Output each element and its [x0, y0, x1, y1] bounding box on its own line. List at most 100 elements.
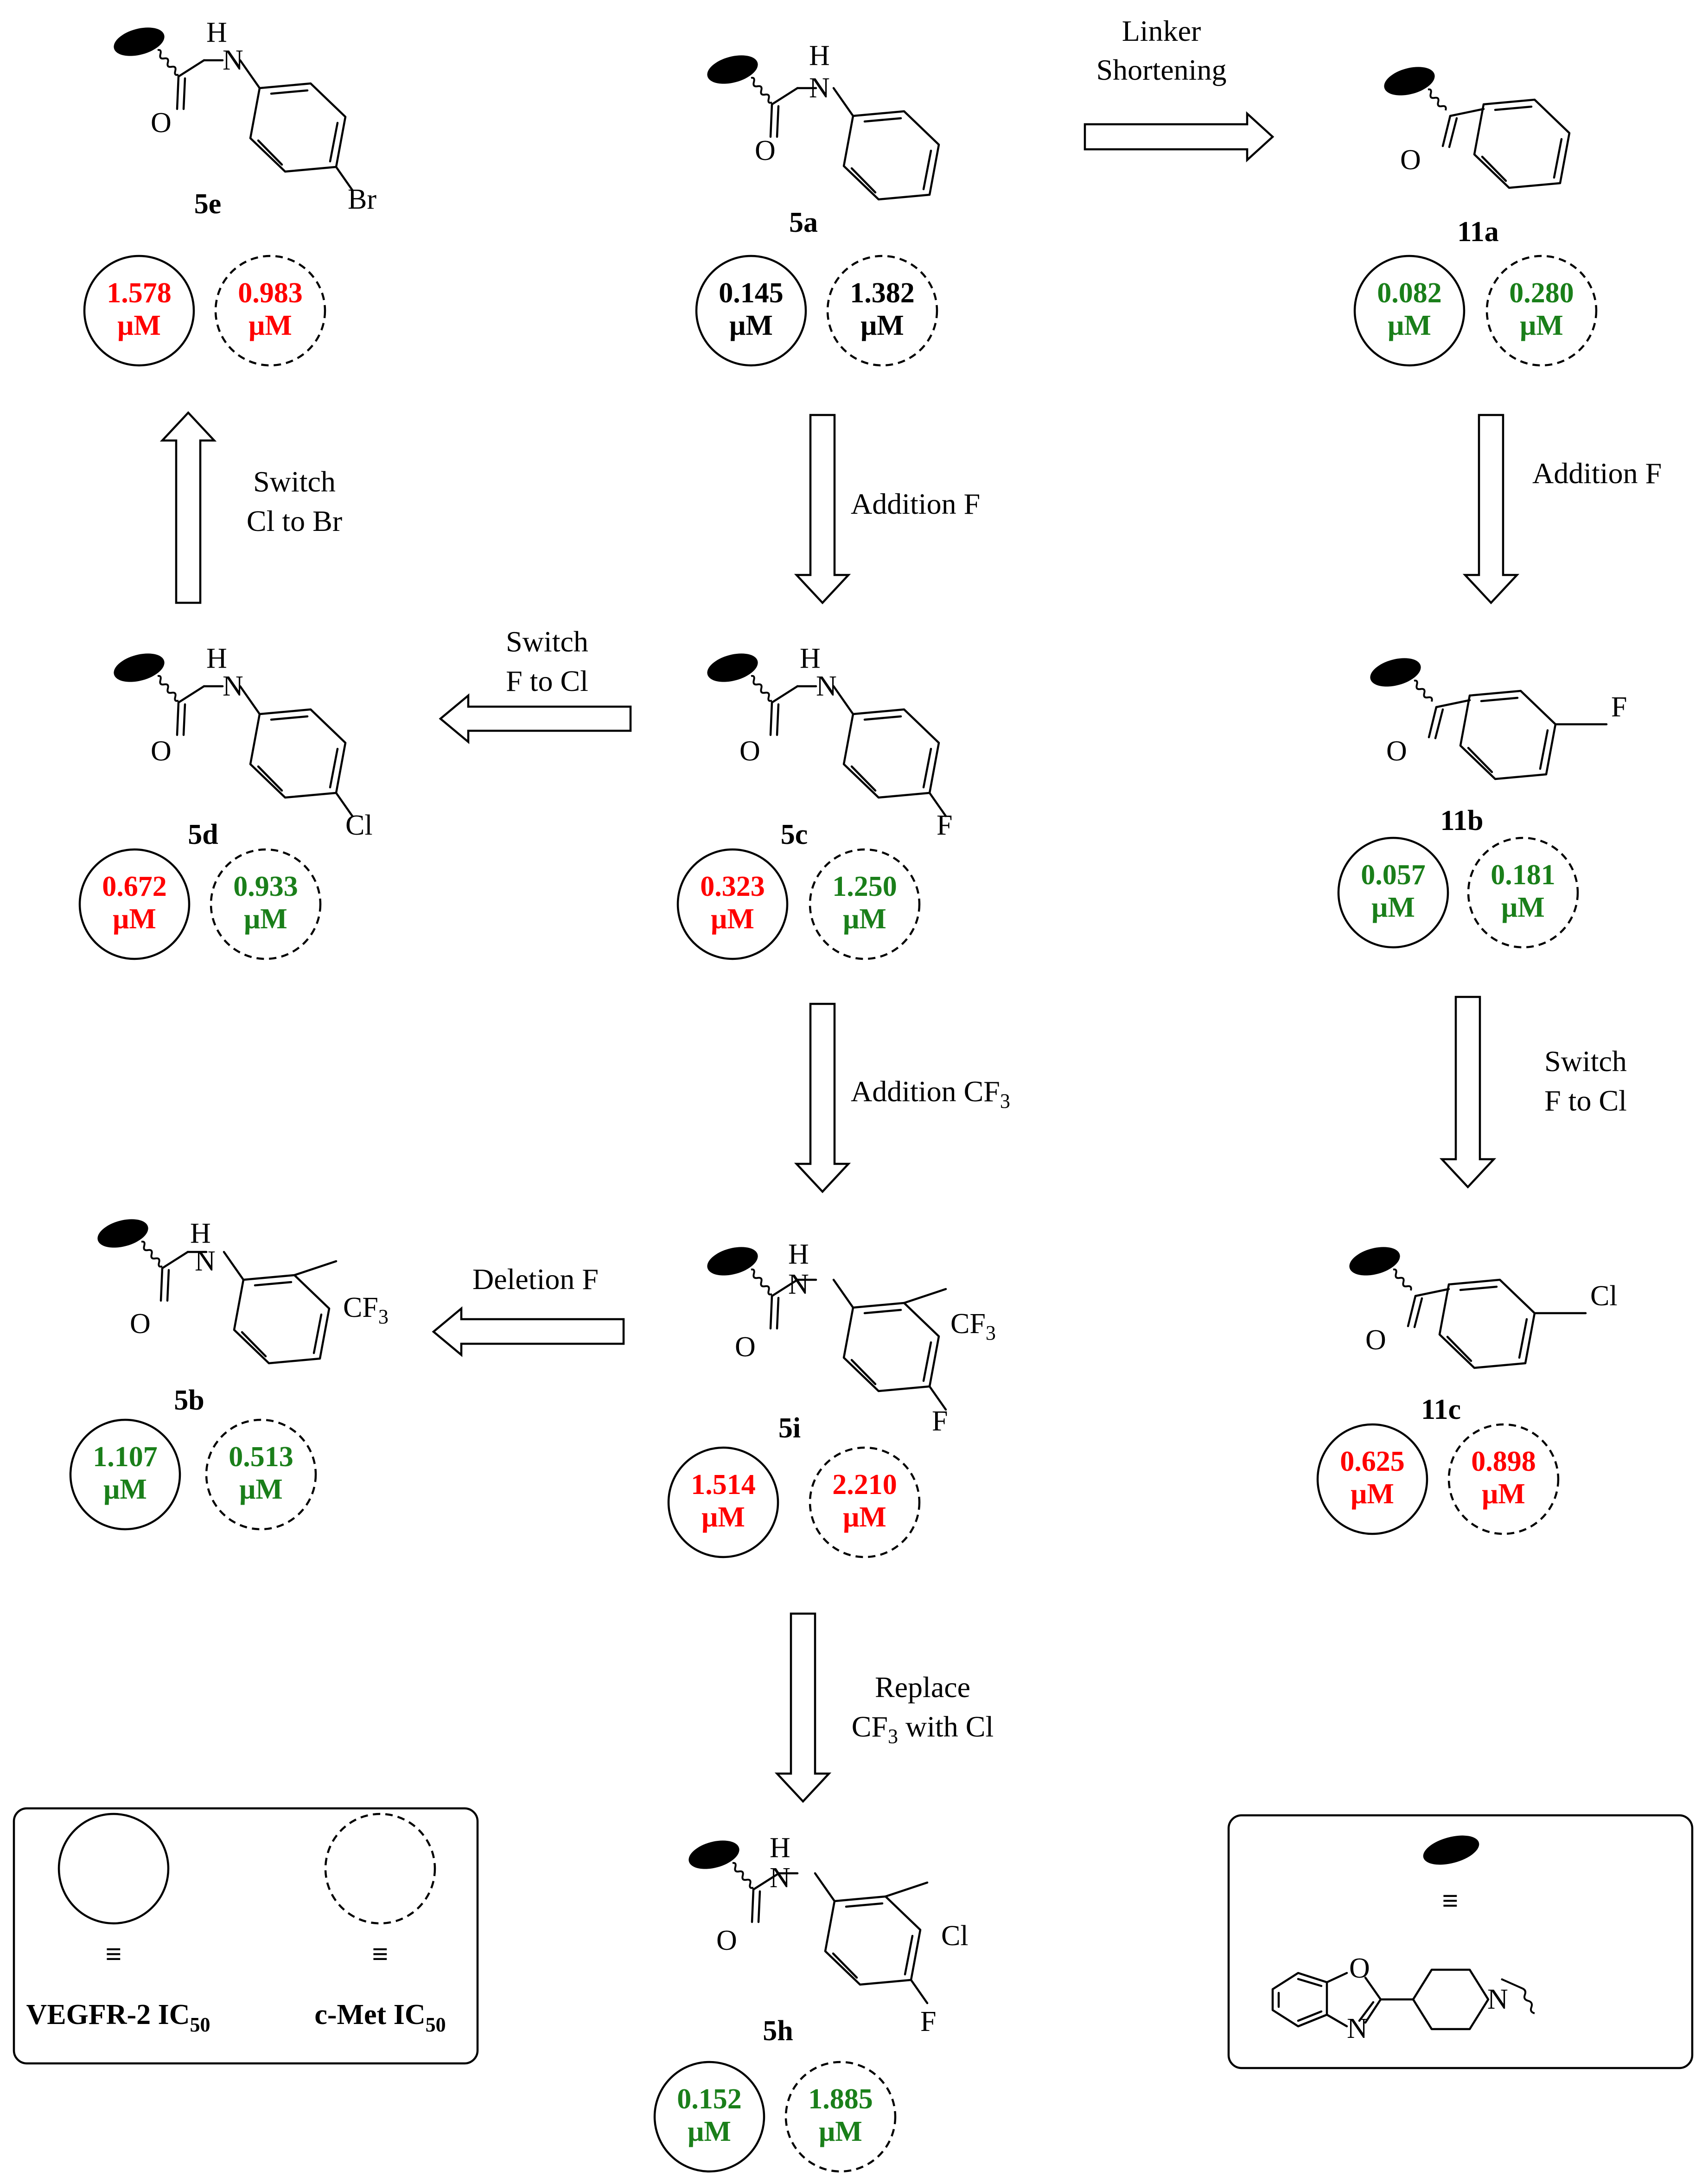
- vegfr2-circle-5b: [69, 1418, 181, 1531]
- cmet-circle-5i: [809, 1446, 921, 1558]
- vegfr2-value-5c: 0.323: [700, 871, 765, 902]
- cmet-unit-11b: μM: [1501, 892, 1545, 923]
- cmet-unit-5b: μM: [239, 1474, 283, 1505]
- structure-11b: [1367, 653, 1608, 779]
- vegfr2-unit-5h: μM: [688, 2116, 731, 2147]
- arrow-5c-to-5i: [794, 1002, 851, 1194]
- atom-5i-f: F: [932, 1405, 948, 1437]
- step-linker-line2: Shortening: [1096, 53, 1227, 86]
- vegfr2-circle-11a: [1353, 255, 1466, 367]
- atom-11a-o: O: [1400, 144, 1421, 176]
- cmet-value-5b: 0.513: [229, 1441, 293, 1473]
- vegfr2-value-5d: 0.672: [102, 871, 167, 902]
- compound-11a: 11a 0.082 μM 0.280 μM: [1353, 216, 1598, 367]
- step-deletion-f: Deletion F: [472, 1263, 599, 1296]
- arrow-5i-to-5b: [432, 1306, 625, 1357]
- arrow-11a-to-11b: [1462, 414, 1520, 605]
- structure-5b: [95, 1214, 338, 1363]
- atom-11b-f: F: [1611, 691, 1627, 723]
- atom-11b-o: O: [1386, 735, 1407, 767]
- cmet-unit-5h: μM: [819, 2116, 862, 2147]
- cmet-value-5h: 1.885: [808, 2083, 873, 2115]
- cmet-unit-5a: μM: [860, 310, 904, 341]
- cmet-circle-5a: [826, 255, 938, 367]
- compound-5c: 5c 0.323 μM 1.250 μM: [676, 819, 921, 960]
- atom-5b-o: O: [130, 1308, 151, 1340]
- vegfr2-value-5h: 0.152: [677, 2083, 742, 2115]
- arrow-5a-to-5c: [794, 414, 851, 605]
- cmet-unit-11a: μM: [1520, 310, 1563, 341]
- atom-5h-h: H: [770, 1832, 790, 1864]
- structure-5c: [704, 648, 947, 817]
- compound-label-5i: 5i: [778, 1412, 801, 1444]
- atom-11c-cl: Cl: [1590, 1280, 1618, 1312]
- atom-5a-o: O: [755, 135, 776, 166]
- atom-5e-n: N: [223, 45, 243, 76]
- cmet-unit-5i: μM: [843, 1501, 886, 1533]
- atom-5d-cl: Cl: [345, 810, 373, 841]
- compound-label-5b: 5b: [174, 1385, 204, 1416]
- compound-label-5c: 5c: [781, 819, 808, 850]
- vegfr2-value-5i: 1.514: [691, 1469, 756, 1500]
- cmet-value-5a: 1.382: [850, 277, 915, 309]
- step-switch-fcl-line1: Switch: [506, 625, 588, 658]
- vegfr2-circle-5e: [83, 255, 195, 367]
- cmet-value-5i: 2.210: [832, 1469, 897, 1500]
- structure-11c: [1346, 1242, 1587, 1368]
- step-linker-line1: Linker: [1122, 14, 1201, 47]
- legend-ic50: ≡ ≡ VEGFR-2 IC50 c-Met IC50: [13, 1807, 479, 2065]
- vegfr2-unit-11c: μM: [1351, 1478, 1394, 1510]
- cmet-unit-5c: μM: [843, 903, 886, 935]
- vegfr2-unit-11b: μM: [1371, 892, 1415, 923]
- cmet-value-5e: 0.983: [238, 277, 303, 309]
- compound-5h: 5h 0.152 μM 1.885 μM: [653, 2015, 897, 2173]
- cmet-circle-11a: [1485, 255, 1598, 367]
- arrow-5c-to-5d: [439, 693, 632, 744]
- vegfr2-circle-5h: [653, 2061, 765, 2173]
- atom-5i-n: N: [788, 1269, 809, 1300]
- atom-11c-o: O: [1365, 1324, 1386, 1356]
- atom-5i-cf3: CF3: [950, 1308, 996, 1344]
- atom-5c-n: N: [816, 670, 837, 702]
- vegfr2-value-5a: 0.145: [719, 277, 784, 309]
- atom-5c-f: F: [937, 810, 952, 841]
- vegfr2-circle-5i: [667, 1446, 779, 1558]
- scaffold-atom-n-oxazole: N: [1347, 2013, 1368, 2044]
- vegfr2-unit-5c: μM: [711, 903, 754, 935]
- step-replace-line2: CF3 with Cl: [852, 1710, 994, 1748]
- step-switch-clbr-line2: Cl to Br: [247, 504, 342, 537]
- cmet-value-11c: 0.898: [1471, 1446, 1536, 1477]
- atom-5i-h: H: [788, 1239, 809, 1270]
- step-switch-fcl-right-line1: Switch: [1544, 1045, 1627, 1078]
- legend-equiv-vegfr: ≡: [105, 1939, 121, 1970]
- atom-5e-h: H: [206, 17, 227, 48]
- step-switch-fcl-line2: F to Cl: [506, 664, 588, 697]
- cmet-circle-11c: [1447, 1423, 1560, 1535]
- legend-cmet-label: c-Met IC50: [314, 1999, 446, 2036]
- vegfr2-unit-5i: μM: [701, 1501, 745, 1533]
- atom-5h-n: N: [770, 1862, 790, 1894]
- atom-5a-n: N: [809, 72, 830, 104]
- arrow-5d-to-5e: [159, 411, 217, 604]
- structure-5e: [111, 22, 354, 192]
- compound-label-5h: 5h: [763, 2015, 793, 2047]
- compound-11c: 11c 0.625 μM 0.898 μM: [1316, 1394, 1560, 1535]
- atom-5b-cf3: CF3: [343, 1292, 389, 1328]
- compound-5i: 5i 1.514 μM 2.210 μM: [667, 1412, 921, 1558]
- atom-5h-cl: Cl: [941, 1920, 969, 1952]
- atom-5d-n: N: [223, 670, 243, 702]
- vegfr2-unit-5e: μM: [117, 310, 161, 341]
- scaffold-blob-icon: [1423, 1835, 1479, 1865]
- cmet-circle-5h: [784, 2061, 897, 2173]
- compound-label-5e: 5e: [194, 188, 222, 220]
- atom-5c-h: H: [800, 643, 821, 674]
- cmet-value-11b: 0.181: [1491, 859, 1555, 891]
- cmet-circle-11b: [1467, 836, 1579, 949]
- compound-5e: 5e 1.578 μM 0.983 μM: [83, 188, 326, 367]
- scaffold-atom-o: O: [1349, 1953, 1370, 1984]
- cmet-unit-5d: μM: [244, 903, 287, 935]
- cmet-circle-5b: [205, 1418, 317, 1531]
- cmet-circle-5e: [214, 255, 326, 367]
- scaffold-equiv: ≡: [1442, 1885, 1458, 1917]
